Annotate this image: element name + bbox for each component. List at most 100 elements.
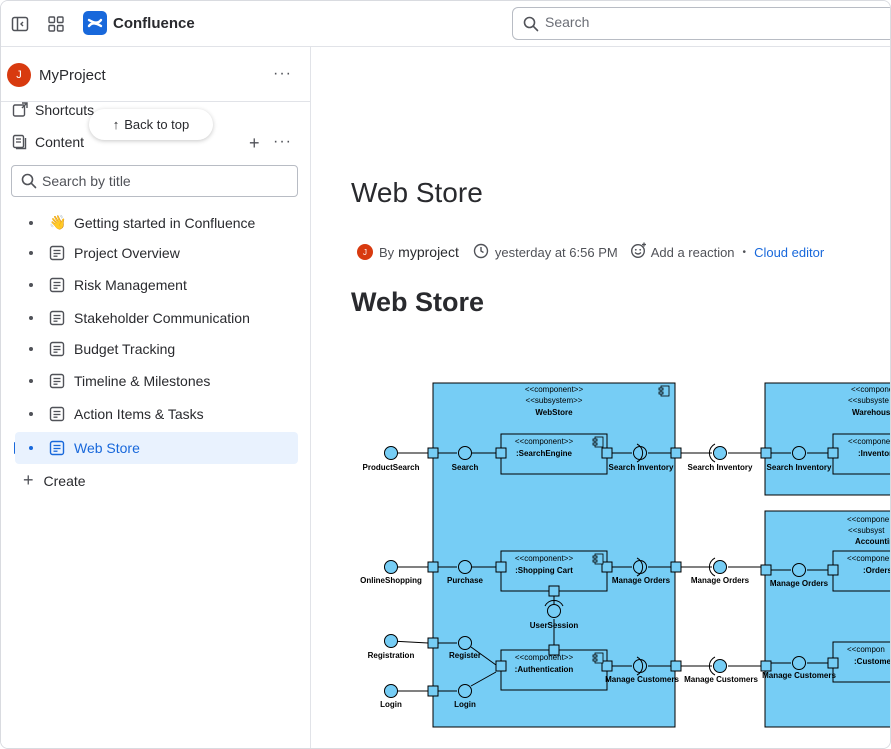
tree-item-project-overview[interactable]: Project Overview	[15, 237, 298, 269]
title-search-box[interactable]	[11, 165, 298, 197]
create-label: Create	[43, 472, 86, 489]
svg-text:UserSession: UserSession	[530, 621, 579, 630]
clock-icon	[473, 243, 489, 262]
bullet-icon	[29, 283, 33, 287]
tree-item-label: Web Store	[74, 440, 140, 456]
space-avatar: J	[7, 63, 31, 87]
space-more-button[interactable]: ···	[273, 65, 292, 82]
back-to-top-label: Back to top	[124, 117, 190, 132]
tree-item-getting-started[interactable]: 👋 Getting started in Confluence	[15, 207, 298, 239]
tree-item-budget-tracking[interactable]: Budget Tracking	[15, 333, 298, 365]
accounting-subsystem-box	[764, 510, 890, 728]
svg-text:Search: Search	[452, 463, 479, 472]
content-more-button[interactable]: ···	[273, 133, 292, 150]
separator-dot: •	[742, 246, 747, 258]
tree-item-label: Action Items & Tasks	[74, 406, 204, 422]
sidebar-item-label: Shortcuts	[35, 102, 95, 118]
tree-item-timeline-milestones[interactable]: Timeline & Milestones	[15, 365, 298, 397]
customers-component-box	[832, 641, 890, 683]
svg-text:<<subsyst: <<subsyst	[848, 526, 885, 535]
by-prefix: By	[379, 244, 395, 260]
svg-text::Shopping Cart: :Shopping Cart	[515, 566, 573, 575]
cloud-editor-link[interactable]: Cloud editor	[754, 244, 825, 260]
svg-text:OnlineShopping: OnlineShopping	[360, 576, 422, 585]
add-content-icon[interactable]: +	[249, 133, 260, 153]
svg-text:Manage Orders: Manage Orders	[770, 579, 829, 588]
space-name[interactable]: MyProject	[39, 66, 106, 84]
svg-text:<<component>>: <<component>>	[515, 437, 574, 446]
sidebar-toggle-icon[interactable]	[9, 13, 31, 35]
plus-icon: +	[23, 470, 34, 490]
tree-item-label: Getting started in Confluence	[74, 215, 256, 231]
svg-text:Accountin: Accountin	[855, 537, 891, 546]
svg-text:<<compone: <<compone	[847, 554, 890, 563]
global-search-box[interactable]	[512, 7, 890, 40]
sidebar-item-content[interactable]: Content	[11, 133, 84, 151]
confluence-logo-icon[interactable]	[83, 11, 107, 35]
content-heading: Web Store	[351, 287, 485, 317]
tree-item-label: Risk Management	[74, 277, 187, 293]
page-icon	[49, 406, 65, 422]
svg-text:<<subsyste: <<subsyste	[848, 396, 889, 405]
search-input[interactable]	[545, 14, 845, 30]
bullet-icon	[29, 446, 33, 450]
page-byline: J By myproject yesterday at 6:56 PM Add …	[357, 242, 824, 262]
tree-item-risk-management[interactable]: Risk Management	[15, 269, 298, 301]
waving-hand-emoji-icon: 👋	[49, 214, 67, 230]
top-navigation-bar: Confluence	[1, 1, 890, 47]
svg-text:Purchase: Purchase	[447, 576, 484, 585]
create-button[interactable]: + Create	[23, 470, 86, 491]
tree-item-label: Project Overview	[74, 245, 180, 261]
tree-item-label: Stakeholder Communication	[74, 310, 250, 326]
svg-text:<<component>>: <<component>>	[515, 653, 574, 662]
sidebar-item-label: Content	[35, 134, 85, 150]
space-header[interactable]: J MyProject	[7, 63, 106, 87]
timestamp[interactable]: yesterday at 6:56 PM	[494, 244, 618, 260]
svg-text:Manage Orders: Manage Orders	[691, 576, 750, 585]
page-icon	[49, 277, 65, 293]
svg-text:Search Inventory: Search Inventory	[767, 463, 832, 472]
page-icon	[49, 341, 65, 357]
svg-text:Login: Login	[380, 700, 402, 709]
arrow-up-icon: ↑	[112, 117, 120, 132]
bullet-icon	[29, 412, 33, 416]
back-to-top-button[interactable]: ↑ Back to top	[89, 109, 213, 140]
svg-text:Manage Orders: Manage Orders	[612, 576, 671, 585]
author-avatar[interactable]: J	[357, 244, 373, 260]
svg-text::SearchEngine: :SearchEngine	[516, 449, 573, 458]
app-name[interactable]: Confluence	[113, 15, 195, 32]
sidebar-item-shortcuts[interactable]: Shortcuts	[11, 101, 94, 119]
svg-text:Search Inventory: Search Inventory	[609, 463, 674, 472]
svg-text:WebStore: WebStore	[535, 408, 573, 417]
content-icon	[11, 133, 29, 151]
page-icon	[49, 373, 65, 389]
svg-text:Search Inventory: Search Inventory	[688, 463, 753, 472]
sidebar-divider	[1, 101, 310, 102]
page-content: Web Store J By myproject yesterday at 6:…	[311, 47, 891, 749]
svg-text:Register: Register	[449, 651, 481, 660]
svg-text::Authentication: :Authentication	[515, 665, 574, 674]
bullet-icon	[29, 251, 33, 255]
bullet-icon	[29, 221, 33, 225]
component-diagram[interactable]: <<component>> <<subsystem>> WebStore <<c…	[351, 377, 891, 749]
svg-text:<<compon: <<compon	[847, 645, 885, 654]
svg-text:Login: Login	[454, 700, 476, 709]
add-reaction-icon[interactable]	[630, 242, 647, 262]
search-icon	[21, 173, 37, 189]
title-search-input[interactable]	[42, 173, 282, 189]
svg-text:Manage Customers: Manage Customers	[605, 675, 679, 684]
svg-text::Inventor: :Inventor	[858, 449, 891, 458]
tree-item-web-store[interactable]: Web Store	[15, 432, 298, 464]
svg-text:Registration: Registration	[368, 651, 415, 660]
tree-item-action-items[interactable]: Action Items & Tasks	[15, 398, 298, 430]
bullet-icon	[29, 316, 33, 320]
svg-text:<<component>>: <<component>>	[525, 385, 584, 394]
searchengine-component-box	[500, 433, 608, 475]
svg-text:ProductSearch: ProductSearch	[363, 463, 420, 472]
author-link[interactable]: myproject	[398, 244, 459, 260]
add-reaction-button[interactable]: Add a reaction	[650, 244, 735, 260]
svg-text:<<component>>: <<component>>	[515, 554, 574, 563]
bullet-icon	[29, 347, 33, 351]
app-switcher-icon[interactable]	[45, 13, 67, 35]
tree-item-stakeholder-communication[interactable]: Stakeholder Communication	[15, 302, 298, 334]
